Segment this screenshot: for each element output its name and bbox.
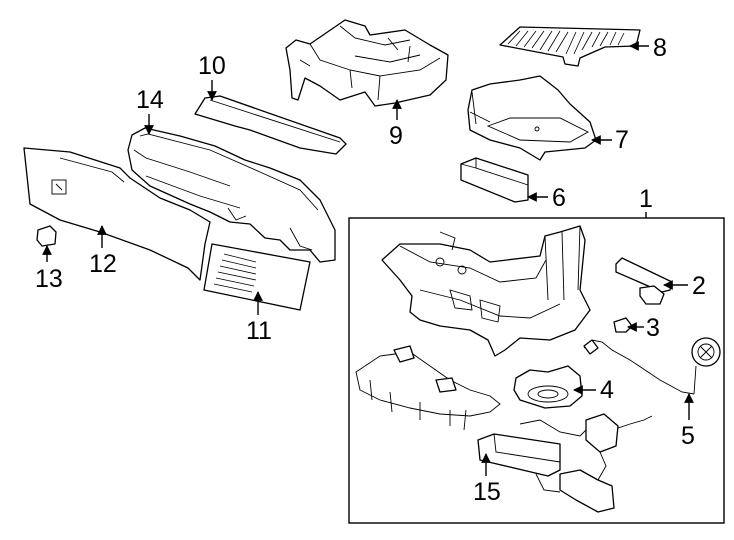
callout-4: 4: [600, 376, 614, 404]
part-6-block: [460, 157, 529, 203]
part-4-housing: [513, 365, 583, 409]
leader-lines: [42, 41, 694, 476]
callout-1: 1: [639, 185, 653, 213]
part-14-console-body: [127, 127, 336, 263]
part-8-mat: [499, 26, 641, 67]
callout-8: 8: [653, 34, 667, 62]
part-2-rod: [615, 257, 673, 305]
part-15-wire-harness: [355, 345, 653, 513]
part-5-cable: [583, 337, 721, 395]
callout-13: 13: [35, 265, 63, 293]
part-7-tray: [467, 75, 597, 161]
callout-5: 5: [681, 422, 695, 450]
part-9-storage-bin: [285, 19, 449, 107]
callout-labels: 1 2 3 4 5 6 7 8 9 10 11 12 13 14 15: [35, 34, 706, 506]
callout-10: 10: [198, 52, 226, 80]
part-13-clip: [36, 225, 57, 247]
part-11-vent-panel: [203, 243, 311, 311]
callout-6: 6: [552, 184, 566, 212]
part-12-side-panel: [23, 147, 211, 281]
assembly-1-frame: [348, 217, 725, 524]
part-1-main-frame: [381, 225, 591, 357]
part-10-trim-strip: [194, 95, 347, 155]
callout-14: 14: [136, 86, 164, 114]
callout-2: 2: [692, 272, 706, 300]
part-3-cap: [613, 317, 633, 333]
callout-12: 12: [89, 250, 117, 278]
callout-15: 15: [473, 478, 501, 506]
callout-9: 9: [389, 122, 403, 150]
callout-3: 3: [646, 314, 660, 342]
callout-11: 11: [246, 317, 272, 345]
callout-7: 7: [615, 126, 629, 154]
